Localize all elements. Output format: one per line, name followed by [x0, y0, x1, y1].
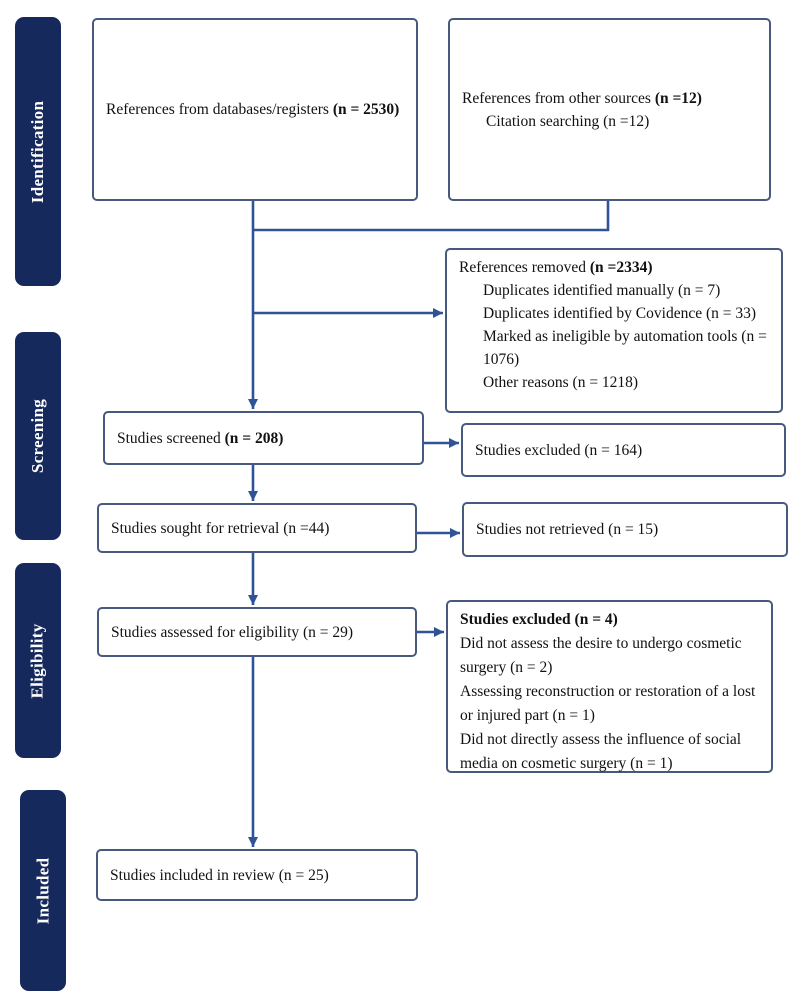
box-studies-excluded-screening: Studies excluded (n = 164) [461, 423, 786, 477]
box-excluded-eligibility-heading: Studies excluded (n = 4) [460, 611, 618, 628]
box-other-sources-line1: References from other sources (n =12) [462, 89, 702, 107]
box-other-sources-line2: Citation searching (n =12) [486, 112, 650, 130]
box-studies-assessed: Studies assessed for eligibility (n = 29… [97, 607, 417, 657]
box-studies-excluded-eligibility: Studies excluded (n = 4) Did not assess … [446, 600, 773, 773]
stage-bar-included: Included [20, 790, 66, 991]
connector-other-sources-merge [253, 201, 610, 232]
box-assessed-text: Studies assessed for eligibility (n = 29… [111, 623, 354, 641]
excluded-reason-item: Did not assess the desire to undergo cos… [460, 635, 742, 676]
removed-reason-item: Duplicates identified manually (n = 7) [483, 282, 721, 299]
box-studies-included: Studies included in review (n = 25) [96, 849, 418, 901]
stage-bar-eligibility: Eligibility [15, 563, 61, 758]
box-studies-sought: Studies sought for retrieval (n =44) [97, 503, 417, 553]
removed-reason-item: Marked as ineligible by automation tools… [483, 328, 767, 368]
box-sought-text: Studies sought for retrieval (n =44) [111, 519, 330, 537]
box-not-retrieved-text: Studies not retrieved (n = 15) [476, 521, 659, 538]
stage-bar-identification: Identification [15, 17, 61, 286]
box-references-databases: References from databases/registers (n =… [92, 18, 418, 201]
removed-reason-item: Duplicates identified by Covidence (n = … [483, 305, 757, 322]
box-screened-text: Studies screened (n = 208) [117, 429, 284, 447]
stage-bar-screening: Screening [15, 332, 61, 540]
box-studies-not-retrieved: Studies not retrieved (n = 15) [462, 502, 788, 557]
excluded-reason-item: Did not directly assess the influence of… [460, 731, 742, 772]
box-references-removed: References removed (n =2334) Duplicates … [445, 248, 783, 413]
box-studies-screened: Studies screened (n = 208) [103, 411, 424, 465]
box-removed-heading: References removed (n =2334) [459, 259, 653, 276]
box-included-text: Studies included in review (n = 25) [110, 866, 329, 884]
box-references-other-sources: References from other sources (n =12) Ci… [448, 18, 771, 201]
box-excluded-screening-text: Studies excluded (n = 164) [475, 441, 643, 459]
removed-reason-item: Other reasons (n = 1218) [483, 374, 639, 391]
excluded-reason-item: Assessing reconstruction or restoration … [460, 683, 756, 724]
box-references-databases-text: References from databases/registers (n =… [106, 101, 400, 118]
